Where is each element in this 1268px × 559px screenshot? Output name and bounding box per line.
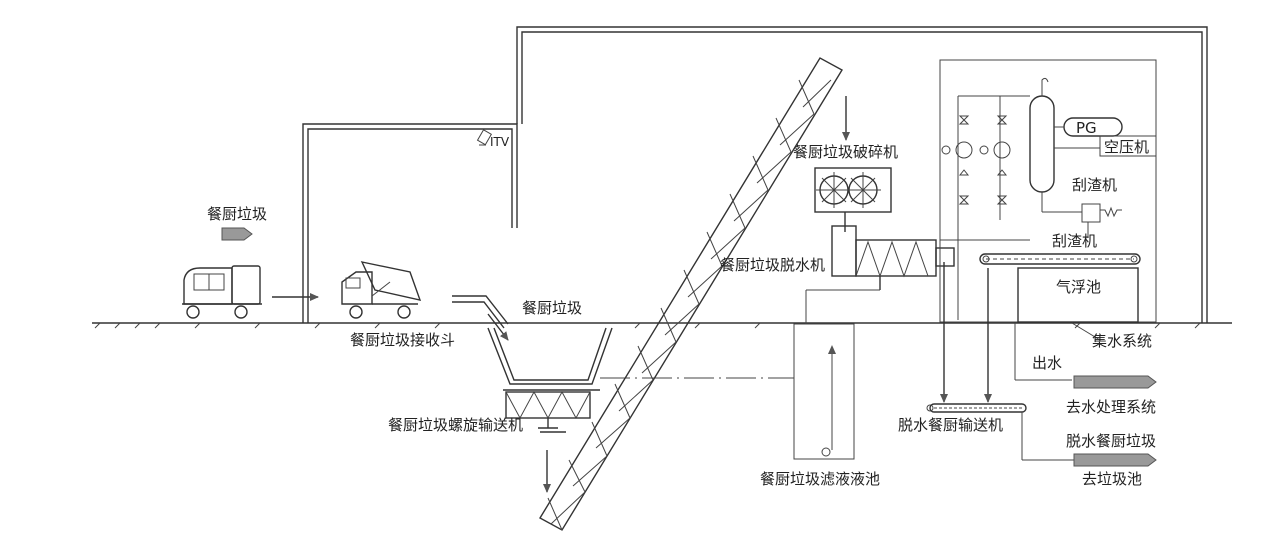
scraper-motor-icon — [1081, 203, 1122, 238]
dewatering-machine — [805, 225, 955, 324]
inclined-conveyor — [539, 57, 843, 531]
ground-line — [92, 322, 1232, 329]
flotation-tank-label: 气浮池 — [1056, 278, 1101, 296]
food-waste-drop-label: 餐厨垃圾 — [522, 299, 582, 317]
drop-chute — [452, 295, 509, 329]
drop-arrow — [487, 313, 509, 341]
dewatered-conveyor-label: 脱水餐厨输送机 — [898, 416, 1003, 434]
input-arrow-icon — [221, 227, 253, 241]
pg-label: PG — [1076, 119, 1097, 137]
food-waste-input-label: 餐厨垃圾 — [207, 205, 267, 223]
air-compressor-box — [1099, 135, 1157, 157]
to-pit-label: 去垃圾池 — [1082, 470, 1142, 488]
pump-icon — [941, 115, 973, 205]
to-pit-arrow-icon — [1073, 453, 1157, 467]
dewatered-conveyor — [926, 403, 1074, 461]
dump-truck-icon — [341, 261, 422, 319]
filtrate-tank — [793, 323, 855, 460]
filtrate-tank-label: 餐厨垃圾滤液液池 — [760, 470, 880, 488]
to-water-treatment-label: 去水处理系统 — [1066, 398, 1156, 416]
camera-icon — [476, 129, 493, 146]
receiving-hopper — [487, 327, 613, 391]
crusher — [814, 167, 892, 232]
truck-icon — [182, 265, 262, 319]
flotation-tank — [979, 253, 1141, 323]
receiving-hopper-label: 餐厨垃圾接收斗 — [350, 331, 455, 349]
water-collection-label: 集水系统 — [1092, 332, 1152, 350]
itv-label: ITV — [490, 135, 510, 149]
scraper-top-label: 刮渣机 — [1072, 176, 1117, 194]
building-outline — [302, 26, 1208, 323]
screw-conveyor — [505, 390, 591, 433]
outflow-label: 出水 — [1032, 354, 1062, 372]
pump-icon — [979, 115, 1011, 205]
crusher-label: 餐厨垃圾破碎机 — [793, 143, 898, 161]
collection-leader — [1071, 322, 1101, 341]
to-treatment-arrow-icon — [1073, 375, 1157, 389]
air-compressor-label: 空压机 — [1104, 138, 1149, 156]
dewatered-waste-label: 脱水餐厨垃圾 — [1066, 432, 1156, 450]
pressure-vessel — [1029, 77, 1082, 213]
scraper-bottom-label: 刮渣机 — [1052, 232, 1097, 250]
dewatering-machine-label: 餐厨垃圾脱水机 — [720, 256, 825, 274]
screw-conveyor-label: 餐厨垃圾螺旋输送机 — [388, 416, 523, 434]
